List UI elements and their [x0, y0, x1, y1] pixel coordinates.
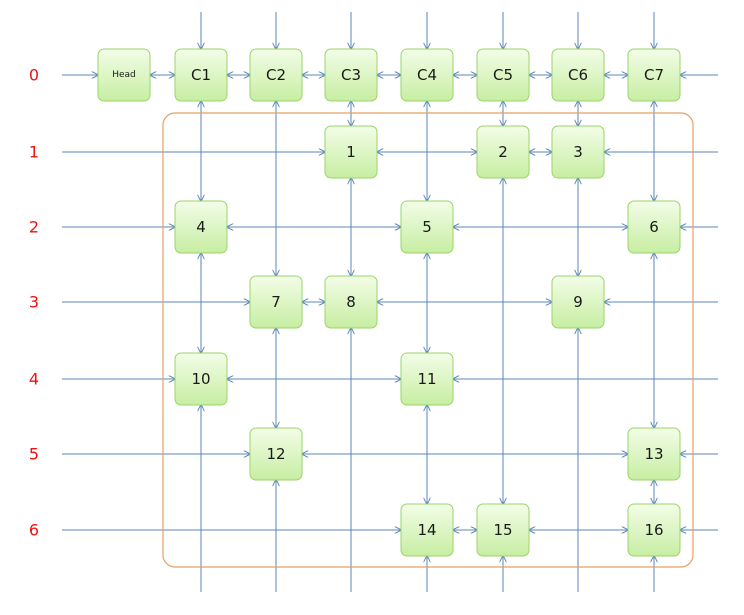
matrix-node: 5 [400, 200, 454, 254]
matrix-node: 6 [627, 200, 681, 254]
matrix-node: 13 [627, 427, 681, 481]
node-box [551, 125, 605, 179]
node-box [476, 48, 530, 102]
node-label: 15 [493, 521, 512, 539]
matrix-node: 4 [174, 200, 228, 254]
column-header-node: C1 [174, 48, 228, 102]
node-label: C6 [568, 66, 588, 84]
column-header-node: C5 [476, 48, 530, 102]
node-label: 16 [644, 521, 663, 539]
matrix-region-border [162, 112, 694, 568]
node-box [627, 200, 681, 254]
node-box [249, 275, 303, 329]
node-box [249, 48, 303, 102]
node-label: 3 [573, 143, 583, 161]
row-label: 2 [29, 218, 39, 237]
node-box [324, 48, 378, 102]
node-label: 14 [417, 521, 436, 539]
matrix-node: 15 [476, 503, 530, 557]
node-box [174, 352, 228, 406]
node-label: 8 [346, 293, 356, 311]
node-box [400, 48, 454, 102]
column-header-node: C2 [249, 48, 303, 102]
row-label: 5 [29, 445, 39, 464]
node-label: 13 [644, 445, 663, 463]
node-label: 9 [573, 293, 583, 311]
matrix-node: 7 [249, 275, 303, 329]
node-label: 4 [196, 218, 206, 236]
node-box [400, 200, 454, 254]
node-label: 6 [649, 218, 659, 236]
node-box [324, 125, 378, 179]
matrix-node: 9 [551, 275, 605, 329]
node-label: 10 [191, 370, 210, 388]
row-label: 0 [29, 66, 39, 85]
links [62, 12, 718, 592]
matrix-node: 2 [476, 125, 530, 179]
node-label: C7 [644, 66, 664, 84]
node-box [551, 275, 605, 329]
node-box [400, 352, 454, 406]
column-header-node: C6 [551, 48, 605, 102]
node-box [249, 427, 303, 481]
node-label: C4 [417, 66, 437, 84]
matrix-node: 14 [400, 503, 454, 557]
node-label: 2 [498, 143, 508, 161]
node-box [174, 48, 228, 102]
row-labels: 0 1 2 3 4 5 6 [29, 66, 39, 540]
matrix-node: 16 [627, 503, 681, 557]
node-label: 5 [422, 218, 432, 236]
row-label: 3 [29, 293, 39, 312]
node-box [627, 503, 681, 557]
node-box [627, 48, 681, 102]
node-box [476, 503, 530, 557]
node-label: 7 [271, 293, 281, 311]
node-box [551, 48, 605, 102]
matrix-node: 8 [324, 275, 378, 329]
row-label: 4 [29, 370, 39, 389]
node-label: 12 [266, 445, 285, 463]
node-box [97, 48, 151, 102]
node-label: Head [112, 70, 136, 80]
matrix-node: 12 [249, 427, 303, 481]
column-header-node: C3 [324, 48, 378, 102]
column-header-node: C4 [400, 48, 454, 102]
node-box [400, 503, 454, 557]
node-box [476, 125, 530, 179]
node-label: 11 [417, 370, 436, 388]
node-label: C2 [266, 66, 286, 84]
row-label: 6 [29, 521, 39, 540]
matrix-node: 3 [551, 125, 605, 179]
node-box [174, 200, 228, 254]
node-box [627, 427, 681, 481]
node-label: C1 [191, 66, 211, 84]
matrix-node: 11 [400, 352, 454, 406]
matrix-node: 1 [324, 125, 378, 179]
matrix-node: 10 [174, 352, 228, 406]
node-label: C3 [341, 66, 361, 84]
node-label: C5 [493, 66, 513, 84]
node-label: 1 [346, 143, 356, 161]
head-node: Head [97, 48, 151, 102]
column-header-node: C7 [627, 48, 681, 102]
node-box [324, 275, 378, 329]
row-label: 1 [29, 143, 39, 162]
